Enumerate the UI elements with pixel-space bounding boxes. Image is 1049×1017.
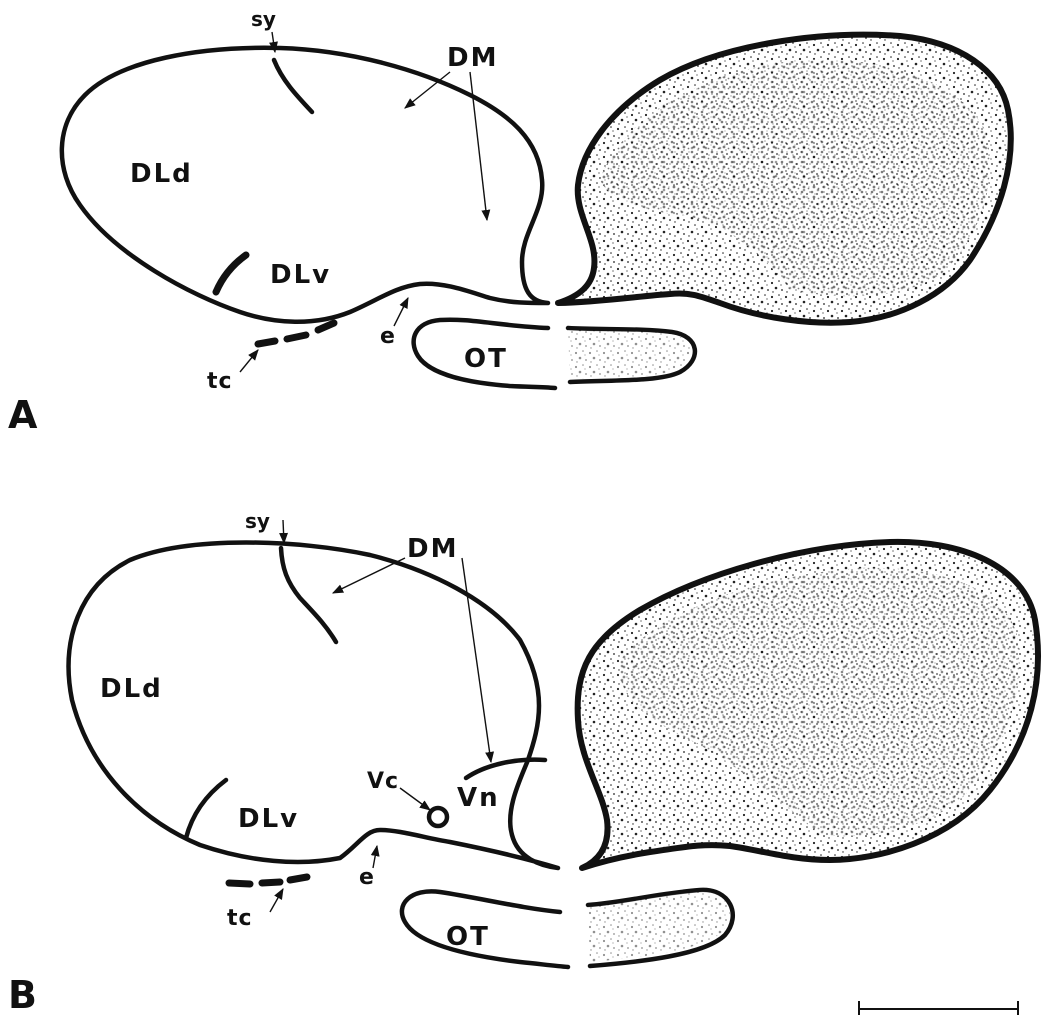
- label-ot-a: OT: [464, 344, 508, 374]
- panel-label-b: B: [8, 973, 37, 1017]
- label-sy-b: sy: [245, 509, 270, 533]
- sulcus-line-a: [274, 60, 312, 112]
- arrow-sy-b: [283, 520, 284, 543]
- tc-dash-b2: [262, 882, 280, 883]
- optic-tract-right-fill-a: [568, 330, 691, 379]
- tc-dash-a2: [287, 335, 306, 339]
- tc-dash-b1: [229, 883, 250, 884]
- arrow-tc-b: [270, 889, 283, 912]
- panel-b: sy DM DLd DLv Vc Vn e tc OT B: [8, 509, 1038, 1017]
- label-e-a: e: [380, 324, 396, 349]
- tc-dash-b3: [290, 877, 307, 880]
- label-e-b: e: [359, 865, 375, 890]
- label-tc-b: tc: [227, 906, 253, 931]
- arrow-dm2-a: [470, 72, 487, 220]
- vn-boundary-b: [466, 760, 545, 778]
- tc-dash-a1: [258, 341, 275, 344]
- label-vc-b: Vc: [367, 769, 399, 794]
- label-dlv-b: DLv: [238, 804, 299, 834]
- sulcus-line-b: [281, 548, 336, 642]
- label-dld-a: DLd: [130, 159, 193, 189]
- label-dld-b: DLd: [100, 674, 163, 704]
- label-sy-a: sy: [251, 7, 276, 31]
- dl-boundary-a: [216, 255, 246, 292]
- arrow-e-a: [394, 298, 408, 326]
- arrow-vc-b: [400, 788, 430, 810]
- label-dm-a: DM: [447, 43, 498, 73]
- left-hemisphere-outline-b: [69, 543, 558, 869]
- label-dlv-a: DLv: [270, 260, 331, 290]
- label-tc-a: tc: [207, 369, 233, 394]
- arrow-tc-a: [240, 350, 258, 372]
- panel-a: sy DM DLd DLv e tc OT A: [8, 7, 1011, 437]
- arrow-dm2-b: [462, 558, 491, 762]
- arrow-dm1-b: [333, 558, 405, 593]
- dl-boundary-b: [186, 780, 226, 838]
- label-ot-b: OT: [446, 922, 490, 952]
- panel-label-a: A: [8, 393, 38, 437]
- vc-circle-b: [429, 808, 447, 826]
- label-dm-b: DM: [407, 534, 458, 564]
- scale-bar: [859, 1001, 1018, 1015]
- label-vn-b: Vn: [457, 783, 500, 813]
- tc-dash-a3: [318, 323, 334, 330]
